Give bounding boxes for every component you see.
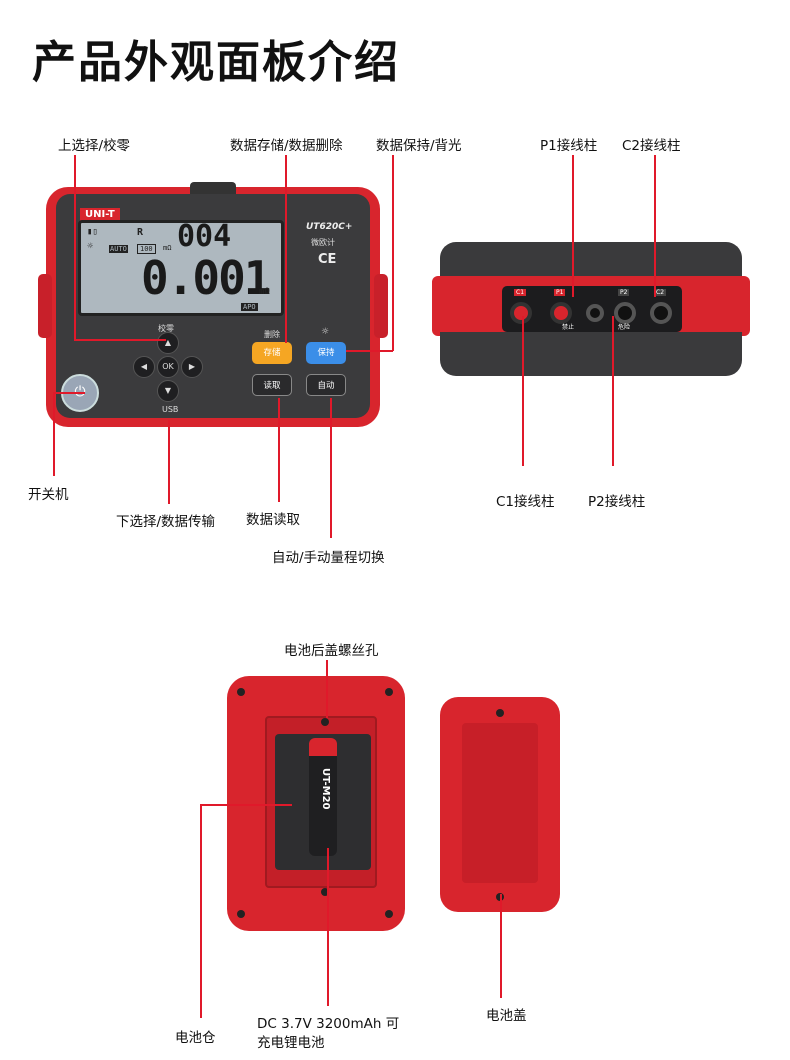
backlight-icon: ☼ <box>87 241 94 252</box>
meter-handle-right <box>374 274 388 338</box>
corner-screw <box>385 910 393 918</box>
meter-terminal-side: C1 P1 禁止 P2 危险 C2 <box>432 242 752 378</box>
label-hold-backlight: 数据保持/背光 <box>376 138 462 154</box>
left-button[interactable]: ◀ <box>133 356 155 378</box>
terminal-panel: C1 P1 禁止 P2 危险 C2 <box>502 286 682 332</box>
lcd-range-value: 100 <box>137 244 156 254</box>
up-button[interactable]: ▲ <box>157 332 179 354</box>
side-bottom-shell <box>440 332 742 376</box>
model-name: UT620C+ <box>306 222 353 232</box>
down-button[interactable]: ▼ <box>157 380 179 402</box>
cover-label-area <box>462 723 538 883</box>
line-power-v <box>53 392 55 476</box>
line-p2 <box>612 316 614 466</box>
line-down <box>168 420 170 504</box>
lcd-main-reading: 0.001 <box>141 251 271 305</box>
ok-button[interactable]: OK <box>157 356 179 378</box>
page-title: 产品外观面板介绍 <box>32 37 400 88</box>
line-cover <box>500 894 502 998</box>
label-screw-hole: 电池后盖螺丝孔 <box>284 643 379 659</box>
battery-cover <box>440 697 560 912</box>
label-store-delete: 数据存储/数据删除 <box>230 138 343 154</box>
line-c1 <box>522 316 524 466</box>
label-p1: P1接线柱 <box>540 138 598 154</box>
corner-screw <box>385 688 393 696</box>
label-battery-spec-2: 充电锂电池 <box>257 1035 325 1051</box>
label-battery-cover: 电池盖 <box>486 1008 527 1024</box>
label-c1: C1接线柱 <box>496 494 555 510</box>
battery-cap <box>309 738 337 756</box>
dpad: ▲ ◀ OK ▶ ▼ <box>133 332 203 402</box>
line-up-zero-h <box>74 339 166 341</box>
right-button[interactable]: ▶ <box>181 356 203 378</box>
lcd-main-unit: mΩ <box>259 287 270 297</box>
auto-button[interactable]: 自动 <box>306 374 346 396</box>
store-button[interactable]: 存储 <box>252 342 292 364</box>
terminal-c1-tag: C1 <box>514 289 527 296</box>
line-c2 <box>654 155 656 297</box>
battery-level-icon: ▮▯ <box>87 227 98 237</box>
line-up-zero-v <box>74 155 76 340</box>
line-spec <box>327 848 329 1006</box>
battery-compartment: UT-M20 <box>227 676 405 931</box>
lcd-auto-mode: AUTO <box>109 245 128 253</box>
corner-screw <box>237 688 245 696</box>
label-down-usb: 下选择/数据传输 <box>116 514 216 530</box>
terminal-c1-jack[interactable] <box>510 302 532 324</box>
cover-screw-hole <box>321 718 329 726</box>
terminal-p2-jack[interactable] <box>614 302 636 324</box>
label-c2: C2接线柱 <box>622 138 681 154</box>
delete-caption: 删除 <box>264 330 280 339</box>
read-button[interactable]: 读取 <box>252 374 292 396</box>
lcd-top-reading: 004 <box>177 219 232 254</box>
line-auto <box>330 398 332 538</box>
line-read <box>278 398 280 502</box>
battery-cell <box>309 738 337 856</box>
cover-screw <box>496 709 504 717</box>
line-bay-v <box>200 804 202 1018</box>
meter-front: UNI-T ▮▯ ☼ R AUTO 100 mΩ 004 0.001 mΩ AP… <box>38 182 388 430</box>
corner-screw <box>237 910 245 918</box>
zero-caption: 校零 <box>158 324 174 333</box>
label-auto-manual: 自动/手动量程切换 <box>272 550 385 566</box>
label-p2: P2接线柱 <box>588 494 646 510</box>
terminal-p1-tag: P1 <box>554 289 566 296</box>
label-battery-spec-1: DC 3.7V 3200mAh 可 <box>257 1016 400 1032</box>
line-hold-h <box>346 350 393 352</box>
line-bay-h <box>200 804 292 806</box>
line-p1 <box>572 155 574 297</box>
terminal-c2-tag: C2 <box>654 289 667 296</box>
label-up-zero: 上选择/校零 <box>58 138 131 154</box>
label-read: 数据读取 <box>246 512 300 528</box>
ce-mark: CE <box>318 252 337 267</box>
terminal-p1-jack[interactable] <box>550 302 572 324</box>
terminal-note: 危险 <box>618 324 631 331</box>
side-top-shell <box>440 242 742 280</box>
hold-button[interactable]: 保持 <box>306 342 346 364</box>
lcd-range-indicator: R <box>137 227 144 238</box>
terminal-c2-jack[interactable] <box>650 302 672 324</box>
lcd-range-unit: mΩ <box>163 244 172 252</box>
terminal-warning: 禁止 <box>562 324 575 331</box>
terminal-p2-tag: P2 <box>618 289 630 296</box>
line-hold-v <box>392 155 394 351</box>
brand-logo: UNI-T <box>80 208 120 221</box>
backlight-caption-icon: ☼ <box>321 327 330 337</box>
cover-screw-hole <box>321 888 329 896</box>
label-battery-bay: 电池仓 <box>175 1030 216 1046</box>
line-power-h <box>53 392 85 394</box>
line-screw <box>326 660 328 718</box>
model-subtitle: 微欧计 <box>311 238 335 247</box>
battery-model: UT-M20 <box>320 768 331 810</box>
lcd-display: ▮▯ ☼ R AUTO 100 mΩ 004 0.001 mΩ APO <box>78 219 284 316</box>
meter-handle-left <box>38 274 52 338</box>
meter-top-port <box>190 182 236 194</box>
label-power: 开关机 <box>28 487 69 503</box>
usb-port <box>586 304 604 322</box>
lcd-apo: APO <box>241 303 258 311</box>
usb-caption: USB <box>162 405 179 414</box>
line-store <box>285 155 287 343</box>
